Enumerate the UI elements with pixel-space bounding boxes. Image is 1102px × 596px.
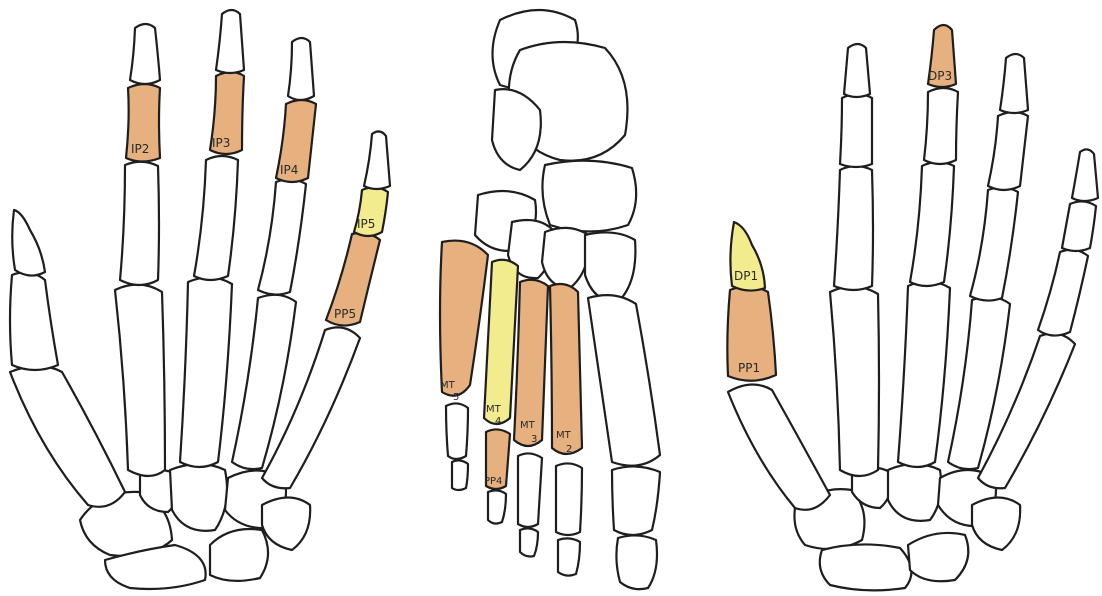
left-ip2-label: IP2 xyxy=(131,142,149,156)
left-ip3-label: IP3 xyxy=(212,136,230,150)
left-ip5-label: IP5 xyxy=(357,217,375,231)
foot-mt3-label: MT xyxy=(520,420,536,431)
foot-mt4-number: 4 xyxy=(495,416,501,427)
foot-pp4-label: PP4 xyxy=(484,476,502,487)
right-dp3-label: DP3 xyxy=(928,69,952,83)
foot: MT 5 MT 4 MT 3 MT 2 PP4 xyxy=(440,10,660,589)
foot-tarsals xyxy=(475,10,636,301)
left-pp5-label: PP5 xyxy=(334,307,356,321)
foot-mt5-label: MT xyxy=(440,380,456,391)
foot-mt4-bone xyxy=(484,260,518,424)
left-thumb xyxy=(10,210,58,370)
foot-mt3-number: 3 xyxy=(531,434,537,445)
right-middle-finger xyxy=(910,25,958,286)
left-hand: IP2 IP3 IP4 IP5 PP5 xyxy=(10,10,390,589)
right-pp1-label: PP1 xyxy=(738,361,760,375)
foot-mt2-label: MT xyxy=(556,430,572,441)
foot-mt4-label: MT xyxy=(486,404,502,415)
right-dp1-label: DP1 xyxy=(734,269,758,283)
foot-mt5-bone xyxy=(440,241,488,396)
right-little-finger xyxy=(1038,149,1098,335)
foot-mt2-bone xyxy=(550,284,582,454)
left-ip4-label: IP4 xyxy=(280,163,298,177)
foot-mt2-number: 2 xyxy=(566,444,572,455)
right-hand: DP3 DP1 PP1 xyxy=(727,25,1098,590)
foot-mt5-number: 5 xyxy=(453,392,459,403)
right-ring-finger xyxy=(970,54,1028,301)
right-index-finger xyxy=(834,44,873,290)
right-thumb xyxy=(727,222,776,381)
